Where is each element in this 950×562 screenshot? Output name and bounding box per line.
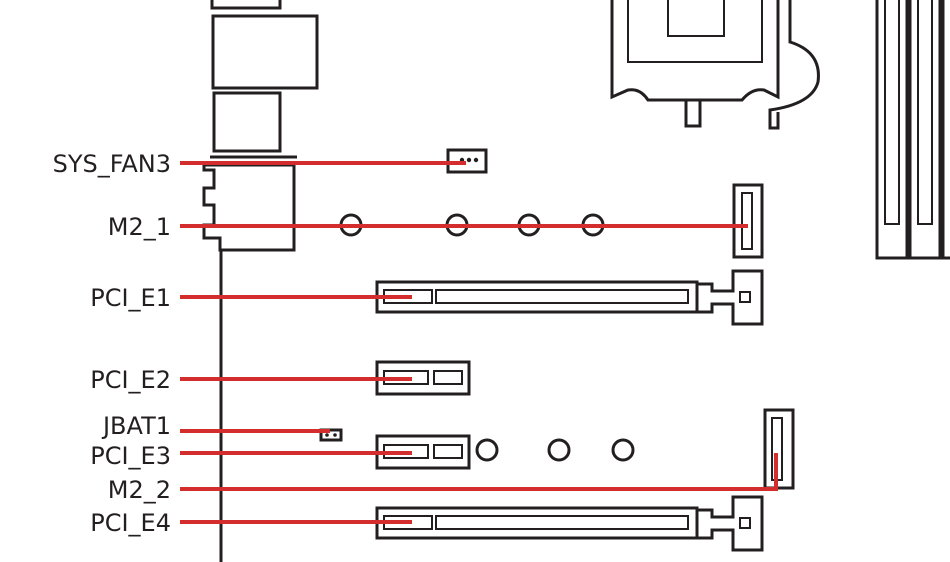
io-port-top: [210, 0, 282, 10]
io-port-medium: [212, 91, 282, 153]
pci-e1-latch: [695, 269, 764, 326]
m2-standoff: [611, 438, 635, 462]
label-sys-fan3: SYS_FAN3: [53, 150, 171, 178]
pci-e4-latch: [695, 495, 764, 552]
m2-standoff: [547, 438, 571, 462]
pci-e1-latch-hole: [739, 291, 751, 303]
m2-2-connector: [763, 408, 795, 490]
pci-e4-latch-hole: [739, 517, 751, 529]
jbat1-jumper: [319, 428, 343, 442]
dimm-slot-1-inner: [884, 0, 900, 225]
m2-1-connector: [732, 183, 764, 259]
sys-fan3-pin: [466, 157, 472, 163]
leader-lines: [180, 161, 778, 524]
dimm-slot-2-inner: [917, 0, 933, 225]
leader-m2-2: [180, 453, 778, 491]
label-jbat1: JBAT1: [101, 412, 171, 440]
cpu-socket-tab: [684, 98, 702, 128]
jbat1-pin: [325, 433, 329, 437]
pci-e4-slot: [375, 495, 764, 552]
sys-fan3-pin: [473, 157, 479, 163]
io-audio-block: [202, 163, 296, 252]
cpu-retention-lever: [768, 0, 820, 130]
jbat1-pin: [333, 433, 337, 437]
io-port-large: [211, 14, 319, 90]
m2-1-slot: [741, 192, 753, 250]
label-m2-1: M2_1: [108, 213, 171, 241]
pci-e2-section: [433, 370, 463, 385]
dimm-slot-3: [941, 0, 950, 260]
rear-io-panel: [202, 0, 319, 252]
cpu-socket-inner: [667, 0, 725, 37]
m2-standoff: [475, 438, 499, 462]
pci-e3-section: [433, 444, 463, 459]
dimm-slots: [875, 0, 950, 260]
cpu-socket: [610, 0, 820, 130]
m2-2-standoffs: [475, 438, 635, 462]
pci-e1-main-section: [435, 289, 689, 304]
pci-e1-slot: [375, 269, 764, 326]
label-pci-e4: PCI_E4: [90, 509, 171, 537]
label-pci-e3: PCI_E3: [90, 442, 171, 470]
pci-e4-main-section: [435, 515, 689, 530]
label-m2-2: M2_2: [108, 476, 171, 504]
label-pci-e2: PCI_E2: [90, 366, 171, 394]
component-labels: SYS_FAN3 M2_1 PCI_E1 PCI_E2 JBAT1 PCI_E3…: [53, 150, 171, 537]
jbat1-body: [319, 428, 343, 442]
label-pci-e1: PCI_E1: [90, 284, 171, 312]
